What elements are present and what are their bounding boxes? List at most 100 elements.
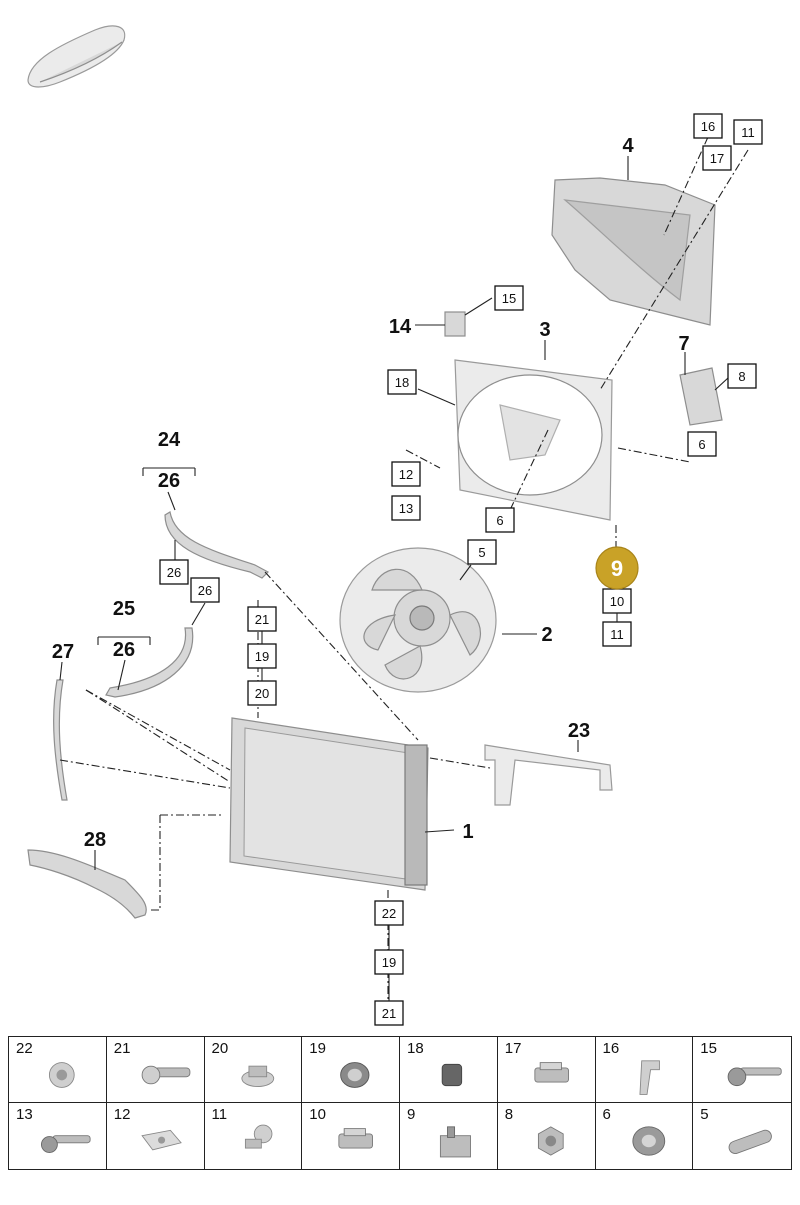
box-11: 11 bbox=[610, 627, 624, 642]
parts-cell-number: 15 bbox=[700, 1040, 717, 1057]
box-6: 6 bbox=[698, 437, 705, 452]
box-26: 26 bbox=[198, 583, 212, 598]
parts-cell-number: 18 bbox=[407, 1040, 424, 1057]
bolt-icon bbox=[141, 1065, 191, 1085]
bracket-icon bbox=[638, 1060, 660, 1095]
callout-25: 25 bbox=[113, 598, 135, 620]
parts-cell-number: 8 bbox=[504, 1106, 514, 1123]
parts-cell-22[interactable]: 22 bbox=[9, 1037, 107, 1103]
parts-cell-number: 10 bbox=[309, 1106, 326, 1123]
hose-27 bbox=[53, 679, 68, 801]
parts-cell-number: 21 bbox=[113, 1040, 131, 1057]
hex-nut-icon bbox=[537, 1126, 564, 1156]
bracket-7 bbox=[679, 367, 723, 426]
parts-cell-number: 22 bbox=[16, 1040, 33, 1057]
parts-cell-15[interactable]: 15 bbox=[693, 1037, 791, 1103]
callout-3: 3 bbox=[539, 319, 550, 341]
box-6: 6 bbox=[496, 513, 503, 528]
parts-cell-8[interactable]: 8 bbox=[498, 1103, 596, 1169]
plate-icon bbox=[141, 1129, 182, 1151]
rivet-icon bbox=[244, 1124, 272, 1149]
parts-cell-number: 9 bbox=[407, 1106, 416, 1123]
parts-cell-17[interactable]: 17 bbox=[497, 1037, 596, 1103]
box-21: 21 bbox=[382, 1006, 396, 1021]
hose-28 bbox=[27, 849, 147, 919]
parts-cell-12[interactable]: 12 bbox=[107, 1103, 205, 1169]
box-13: 13 bbox=[399, 501, 413, 516]
parts-cell-11[interactable]: 11 bbox=[205, 1103, 303, 1169]
screw-icon bbox=[40, 1135, 91, 1153]
box-19: 19 bbox=[255, 649, 269, 664]
parts-cell-9[interactable]: 9 bbox=[400, 1103, 498, 1169]
fan-frame-3 bbox=[454, 359, 613, 521]
leader-lines bbox=[59, 156, 729, 870]
pipe-23 bbox=[484, 744, 613, 806]
clip-icon bbox=[338, 1128, 374, 1149]
cap-icon bbox=[240, 1065, 274, 1087]
parts-cell-6[interactable]: 6 bbox=[596, 1103, 694, 1169]
callout-14: 14 bbox=[389, 316, 412, 338]
callout-24: 24 bbox=[158, 429, 181, 451]
parts-cell-16[interactable]: 16 bbox=[595, 1037, 694, 1103]
parts-cell-13[interactable]: 13 bbox=[9, 1103, 107, 1169]
bushing-icon bbox=[631, 1126, 665, 1156]
parts-cell-10[interactable]: 10 bbox=[302, 1103, 400, 1169]
fan-2 bbox=[339, 547, 497, 693]
sleeve-icon bbox=[728, 1129, 773, 1154]
grommet-icon bbox=[340, 1062, 370, 1088]
callout-7: 7 bbox=[678, 333, 689, 355]
callout-1: 1 bbox=[462, 821, 473, 843]
callout-26: 26 bbox=[158, 470, 180, 492]
boxed-callouts: 16 11 17 15 18 8 6 12 13 6 5 26 26 21 19… bbox=[159, 113, 763, 1026]
callouts: 4 3 14 7 2 1 23 24 26 25 26 27 28 bbox=[52, 135, 690, 851]
parts-cell-number: 20 bbox=[211, 1040, 229, 1057]
hose-24 bbox=[164, 511, 269, 579]
box-5: 5 bbox=[478, 545, 485, 560]
box-17: 17 bbox=[710, 151, 724, 166]
box-20: 20 bbox=[255, 686, 269, 701]
parts-cell-number: 11 bbox=[211, 1106, 228, 1123]
parts-table: 22 21 20 19 18 17 16 15 13 12 11 10 9 8 6 5 bbox=[8, 1036, 792, 1170]
parts-cell-number: 13 bbox=[16, 1106, 33, 1123]
box-15: 15 bbox=[502, 291, 516, 306]
parts-cell-number: 17 bbox=[504, 1040, 522, 1057]
callout-27: 27 bbox=[52, 641, 74, 663]
box-8: 8 bbox=[738, 369, 745, 384]
callout-4: 4 bbox=[622, 135, 634, 157]
box-19: 19 bbox=[382, 955, 396, 970]
box-18: 18 bbox=[395, 375, 409, 390]
holder-icon bbox=[439, 1126, 471, 1158]
callout-2: 2 bbox=[541, 624, 552, 646]
parts-cell-number: 16 bbox=[602, 1040, 620, 1057]
parts-cell-number: 5 bbox=[700, 1106, 709, 1123]
parts-cell-number: 12 bbox=[113, 1106, 131, 1123]
box-26: 26 bbox=[167, 565, 181, 580]
box-22: 22 bbox=[382, 906, 396, 921]
hose-25 bbox=[105, 627, 194, 698]
callout-23: 23 bbox=[568, 720, 590, 742]
parts-cell-18[interactable]: 18 bbox=[400, 1037, 498, 1103]
parts-cell-21[interactable]: 21 bbox=[106, 1037, 205, 1103]
box-11: 11 bbox=[741, 125, 755, 140]
box-16: 16 bbox=[701, 119, 715, 134]
nut-icon bbox=[48, 1062, 75, 1088]
car-thumbnail bbox=[27, 25, 126, 88]
parts-cell-number: 6 bbox=[602, 1106, 611, 1123]
parts-cell-number: 19 bbox=[309, 1040, 326, 1057]
parts-cell-5[interactable]: 5 bbox=[693, 1103, 791, 1169]
box-10: 10 bbox=[610, 594, 624, 609]
box-12: 12 bbox=[399, 467, 413, 482]
parts-cell-20[interactable]: 20 bbox=[204, 1037, 303, 1103]
highlight-callout-9[interactable]: 9 bbox=[595, 546, 639, 590]
fan-shroud-4 bbox=[551, 177, 716, 326]
radiator-1 bbox=[229, 717, 429, 891]
box-21: 21 bbox=[255, 612, 269, 627]
long-bolt-icon bbox=[727, 1067, 782, 1087]
bracket-14 bbox=[444, 311, 466, 337]
callout-9: 9 bbox=[611, 556, 623, 581]
callout-26: 26 bbox=[113, 639, 135, 661]
parts-cell-19[interactable]: 19 bbox=[302, 1037, 400, 1103]
clip-icon bbox=[534, 1062, 569, 1083]
damper-icon bbox=[441, 1063, 463, 1087]
